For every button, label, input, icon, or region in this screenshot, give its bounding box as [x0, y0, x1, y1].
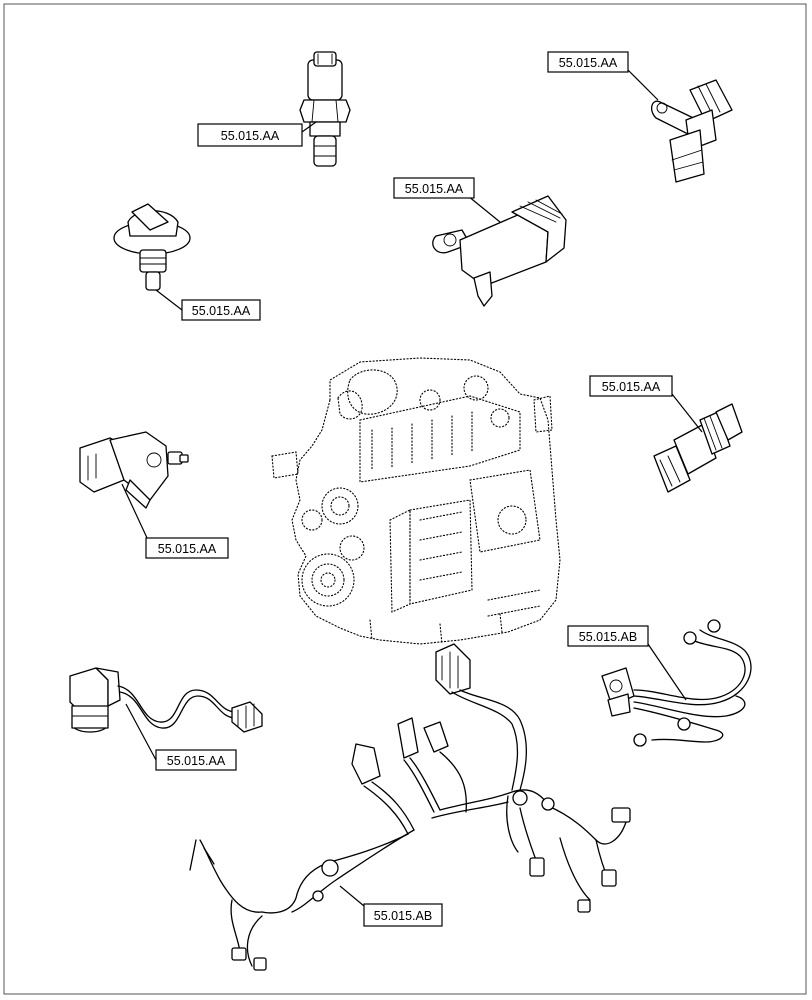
small-harness-right	[601, 619, 752, 747]
callout-3: 55.015.AA	[393, 177, 501, 223]
crank-sensor-with-lead	[69, 667, 263, 733]
callout-3-label: 55.015.AA	[405, 182, 464, 196]
callout-5-label: 55.015.AA	[602, 380, 661, 394]
callout-1: 55.015.AA	[197, 121, 317, 147]
diagram-frame	[3, 3, 807, 995]
callout-7-label: 55.015.AB	[579, 630, 637, 644]
callout-2: 55.015.AA	[547, 51, 659, 101]
callout-6-label: 55.015.AA	[158, 542, 217, 556]
pressure-sensor-right	[653, 403, 743, 493]
callout-7: 55.015.AB	[567, 625, 687, 701]
engine-illustration	[271, 357, 561, 645]
callout-9: 55.015.AB	[339, 885, 443, 927]
callout-1-label: 55.015.AA	[221, 129, 280, 143]
callout-9-label: 55.015.AB	[374, 909, 432, 923]
callout-6: 55.015.AA	[121, 483, 229, 559]
boost-sensor-left	[79, 431, 189, 509]
callout-8-label: 55.015.AA	[167, 754, 226, 768]
callout-4-label: 55.015.AA	[192, 304, 251, 318]
callout-5: 55.015.AA	[589, 375, 703, 433]
callout-8: 55.015.AA	[125, 703, 237, 771]
pressure-sensor-top	[299, 51, 351, 167]
callout-2-label: 55.015.AA	[559, 56, 618, 70]
engine-wiring-harness	[189, 643, 631, 971]
temperature-sender-left	[113, 203, 191, 291]
callout-4: 55.015.AA	[155, 289, 261, 321]
speed-sensor-top-right	[650, 79, 733, 183]
map-sensor-center	[432, 195, 567, 307]
